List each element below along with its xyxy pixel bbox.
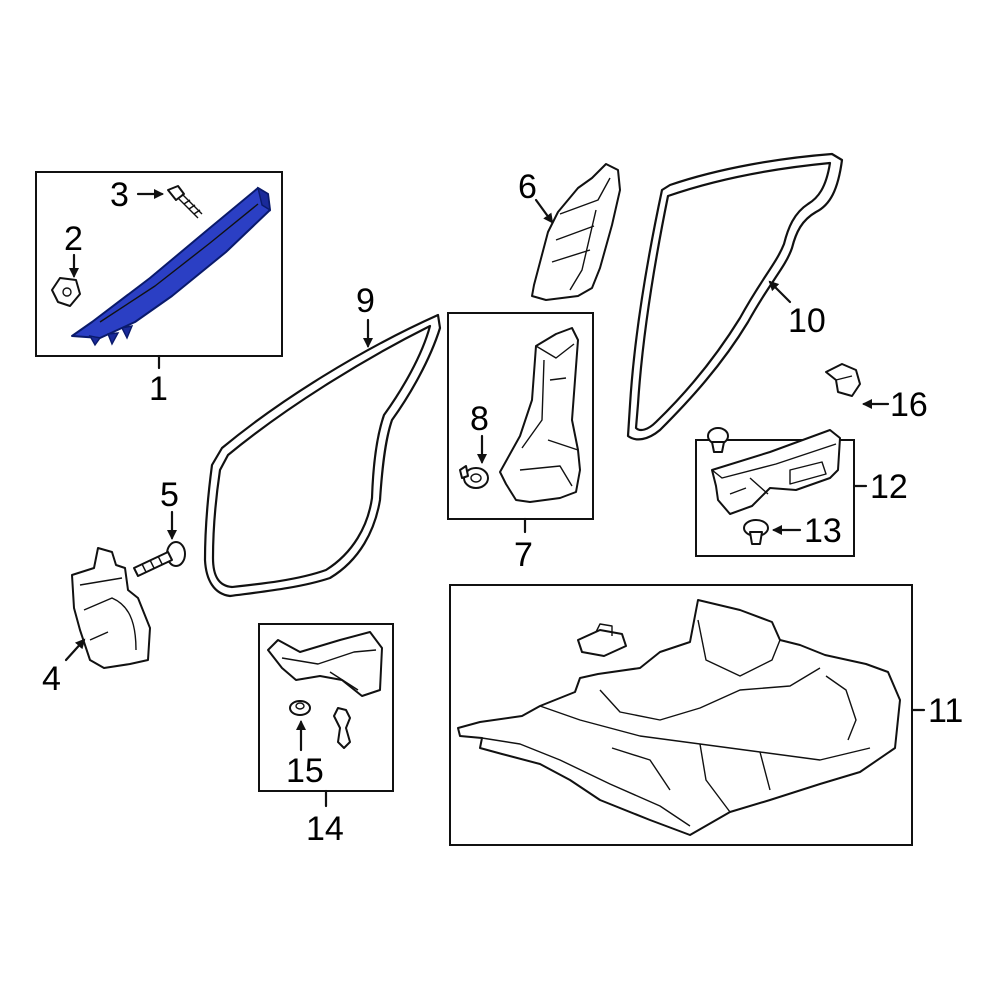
lower-trim-part-14[interactable] (267, 631, 383, 697)
rear-door-weatherstrip-10[interactable]: 10 (626, 152, 844, 441)
group-box-11 (449, 584, 913, 846)
clip-part-16[interactable]: 16 (825, 363, 928, 424)
part-group-11: 11 (449, 584, 963, 846)
clip-part-8[interactable] (459, 465, 489, 489)
front-door-weatherstrip-9[interactable]: 9 (203, 282, 442, 598)
clip-part-2[interactable] (51, 277, 81, 307)
callout-13: 13 (804, 512, 842, 550)
floor-carpet-part-11[interactable] (457, 599, 901, 836)
group-box-7 (447, 312, 594, 520)
leader-6 (534, 198, 554, 224)
callout-9: 9 (356, 282, 375, 320)
part-group-12: 13 12 (695, 427, 908, 557)
center-pillar-upper-trim-6[interactable]: 6 (518, 163, 621, 301)
a-pillar-trim-highlighted[interactable] (71, 186, 271, 347)
callout-15: 15 (286, 752, 324, 790)
clip-part-15[interactable] (289, 700, 311, 716)
bolt-part-3[interactable] (167, 185, 203, 219)
callout-11: 11 (928, 692, 963, 730)
callout-2: 2 (64, 220, 83, 258)
leader-4 (64, 638, 86, 662)
leader-10 (768, 280, 792, 304)
kick-panel-part-4[interactable]: 4 (42, 547, 151, 698)
callout-4: 4 (42, 660, 61, 698)
callout-3: 3 (110, 176, 129, 214)
callout-1: 1 (149, 370, 168, 408)
clip-part-13[interactable] (743, 519, 769, 545)
screw-part-5[interactable]: 5 (133, 476, 186, 577)
part-group-1: 2 3 1 (35, 171, 283, 408)
part-group-7: 8 7 (447, 312, 594, 574)
center-pillar-lower-trim[interactable] (499, 327, 581, 503)
callout-8: 8 (470, 400, 489, 438)
sill-garnish-part-12[interactable] (711, 429, 841, 515)
callout-16: 16 (890, 386, 928, 424)
callout-12: 12 (870, 468, 908, 506)
clip-in-group-12[interactable] (707, 427, 729, 453)
callout-10: 10 (788, 302, 826, 340)
callout-14: 14 (306, 810, 344, 848)
callout-7: 7 (514, 536, 533, 574)
callout-5: 5 (160, 476, 179, 514)
part-group-14: 15 14 (258, 623, 394, 848)
group-box-12 (695, 439, 855, 557)
push-clip-in-group-14[interactable] (333, 707, 351, 749)
carpet-clip-in-group-11[interactable] (577, 623, 627, 657)
callout-6: 6 (518, 168, 537, 206)
